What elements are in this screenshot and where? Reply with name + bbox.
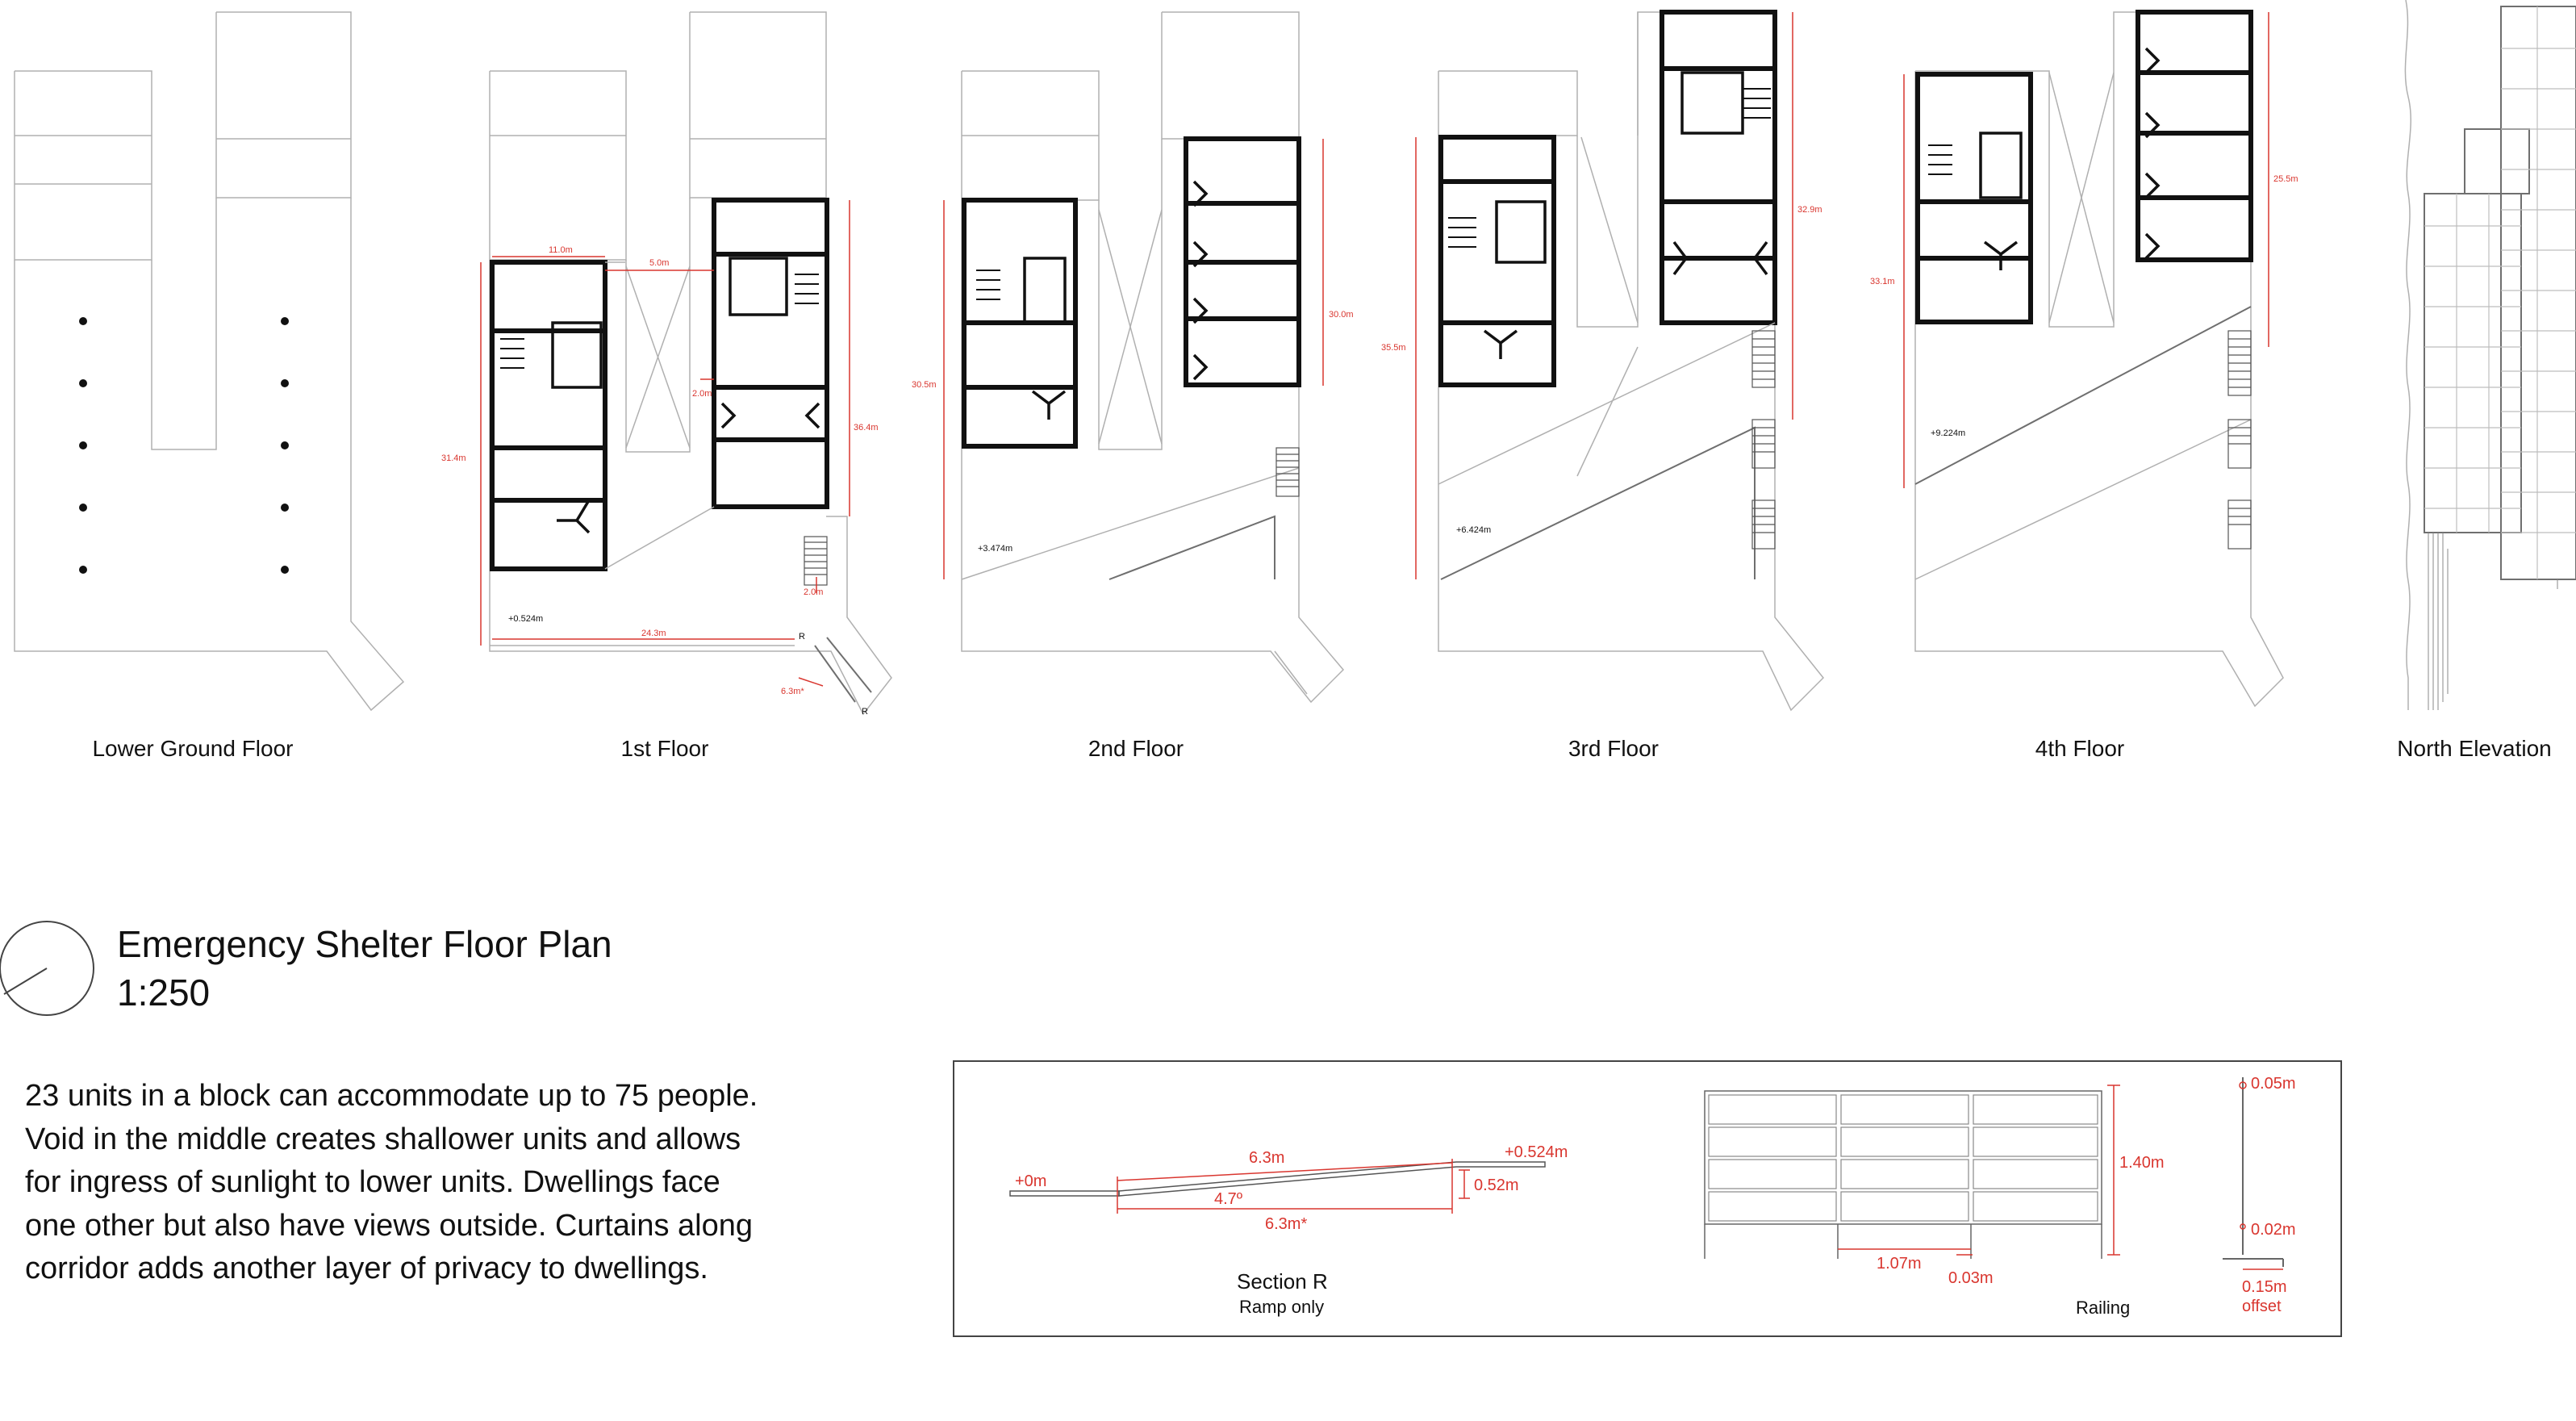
dim-first-5: 2.0m (692, 389, 712, 399)
plan-third-floor (1415, 10, 1825, 712)
section-rise: 0.52m (1474, 1177, 1519, 1194)
section-bottom-length: 6.3m* (1265, 1215, 1307, 1233)
dim-second-2: 30.0m (1329, 310, 1354, 320)
description-line: one other but also have views outside. C… (25, 1208, 753, 1243)
plan-label-lower-ground: Lower Ground Floor (92, 736, 294, 761)
dim-first-8: 6.3m* (781, 687, 804, 696)
railing-detail (1704, 1077, 2284, 1270)
section-subtitle: Ramp only (1239, 1297, 1324, 1317)
drawing-title: Emergency Shelter Floor Plan 1:250 (117, 920, 612, 1017)
railing-height: 1.40m (2119, 1154, 2165, 1172)
dim-first-2: 5.0m (649, 258, 669, 268)
railing-gap: 0.03m (1948, 1269, 1994, 1287)
description-line: 23 units in a block can accommodate up t… (25, 1079, 758, 1113)
north-arrow (0, 921, 94, 1016)
railing-bottom-dim: 0.02m (2251, 1221, 2296, 1239)
north-elevation (2404, 0, 2576, 710)
plan-second-floor (943, 11, 1345, 704)
description-line: corridor adds another layer of privacy t… (25, 1252, 708, 1285)
description-line: for ingress of sunlight to lower units. … (25, 1165, 720, 1199)
column-dots (79, 317, 289, 574)
dim-fourth-1: 33.1m (1870, 277, 1895, 286)
dim-first-4: 36.4m (854, 423, 879, 433)
plan-first-floor (480, 11, 892, 716)
level-second: +3.474m (978, 544, 1012, 554)
dim-first-1: 11.0m (549, 245, 573, 255)
section-r-ramp (1009, 1159, 1546, 1214)
railing-offset-value: 0.15m (2242, 1278, 2287, 1296)
ramp-marker-2: R (862, 707, 868, 717)
railing-panel-width: 1.07m (1877, 1255, 1922, 1273)
level-fourth: +9.224m (1931, 428, 1965, 438)
stair-lines (500, 338, 524, 369)
railing-top-dim: 0.05m (2251, 1075, 2296, 1093)
plan-fourth-floor (1903, 10, 2284, 708)
dim-second-1: 30.5m (912, 380, 937, 390)
railing-title: Railing (2076, 1298, 2130, 1318)
plan-label-north-elevation: North Elevation (2397, 736, 2552, 761)
section-angle: 4.7º (1214, 1190, 1243, 1208)
plan-label-third: 3rd Floor (1568, 736, 1660, 761)
dim-first-3: 31.4m (441, 453, 466, 463)
dim-first-7: 24.3m (641, 629, 666, 638)
dim-fourth-2: 25.5m (2273, 174, 2298, 184)
dim-first-6: 2.0m (804, 587, 823, 597)
description: 23 units in a block can accommodate up t… (25, 1075, 880, 1291)
plan-lower-ground (14, 11, 405, 712)
scale-label: 1:250 (117, 972, 211, 1014)
section-top-length: 6.3m (1249, 1149, 1284, 1167)
dim-third-2: 32.9m (1797, 205, 1822, 215)
ramp-marker-1: R (799, 632, 805, 642)
description-line: Void in the middle creates shallower uni… (25, 1122, 741, 1156)
plan-label-second: 2nd Floor (1088, 736, 1184, 761)
section-title: Section R (1237, 1269, 1328, 1294)
railing-offset-label: offset (2242, 1298, 2282, 1315)
dim-third-1: 35.5m (1381, 343, 1406, 353)
section-start-level: +0m (1015, 1172, 1046, 1190)
level-first: +0.524m (508, 614, 543, 624)
plan-label-fourth: 4th Floor (2035, 736, 2125, 761)
section-end-level: +0.524m (1505, 1143, 1568, 1161)
title-line: Emergency Shelter Floor Plan (117, 923, 612, 965)
plan-label-first: 1st Floor (620, 736, 709, 761)
detail-panel (953, 1060, 2342, 1337)
level-third: +6.424m (1456, 525, 1491, 535)
